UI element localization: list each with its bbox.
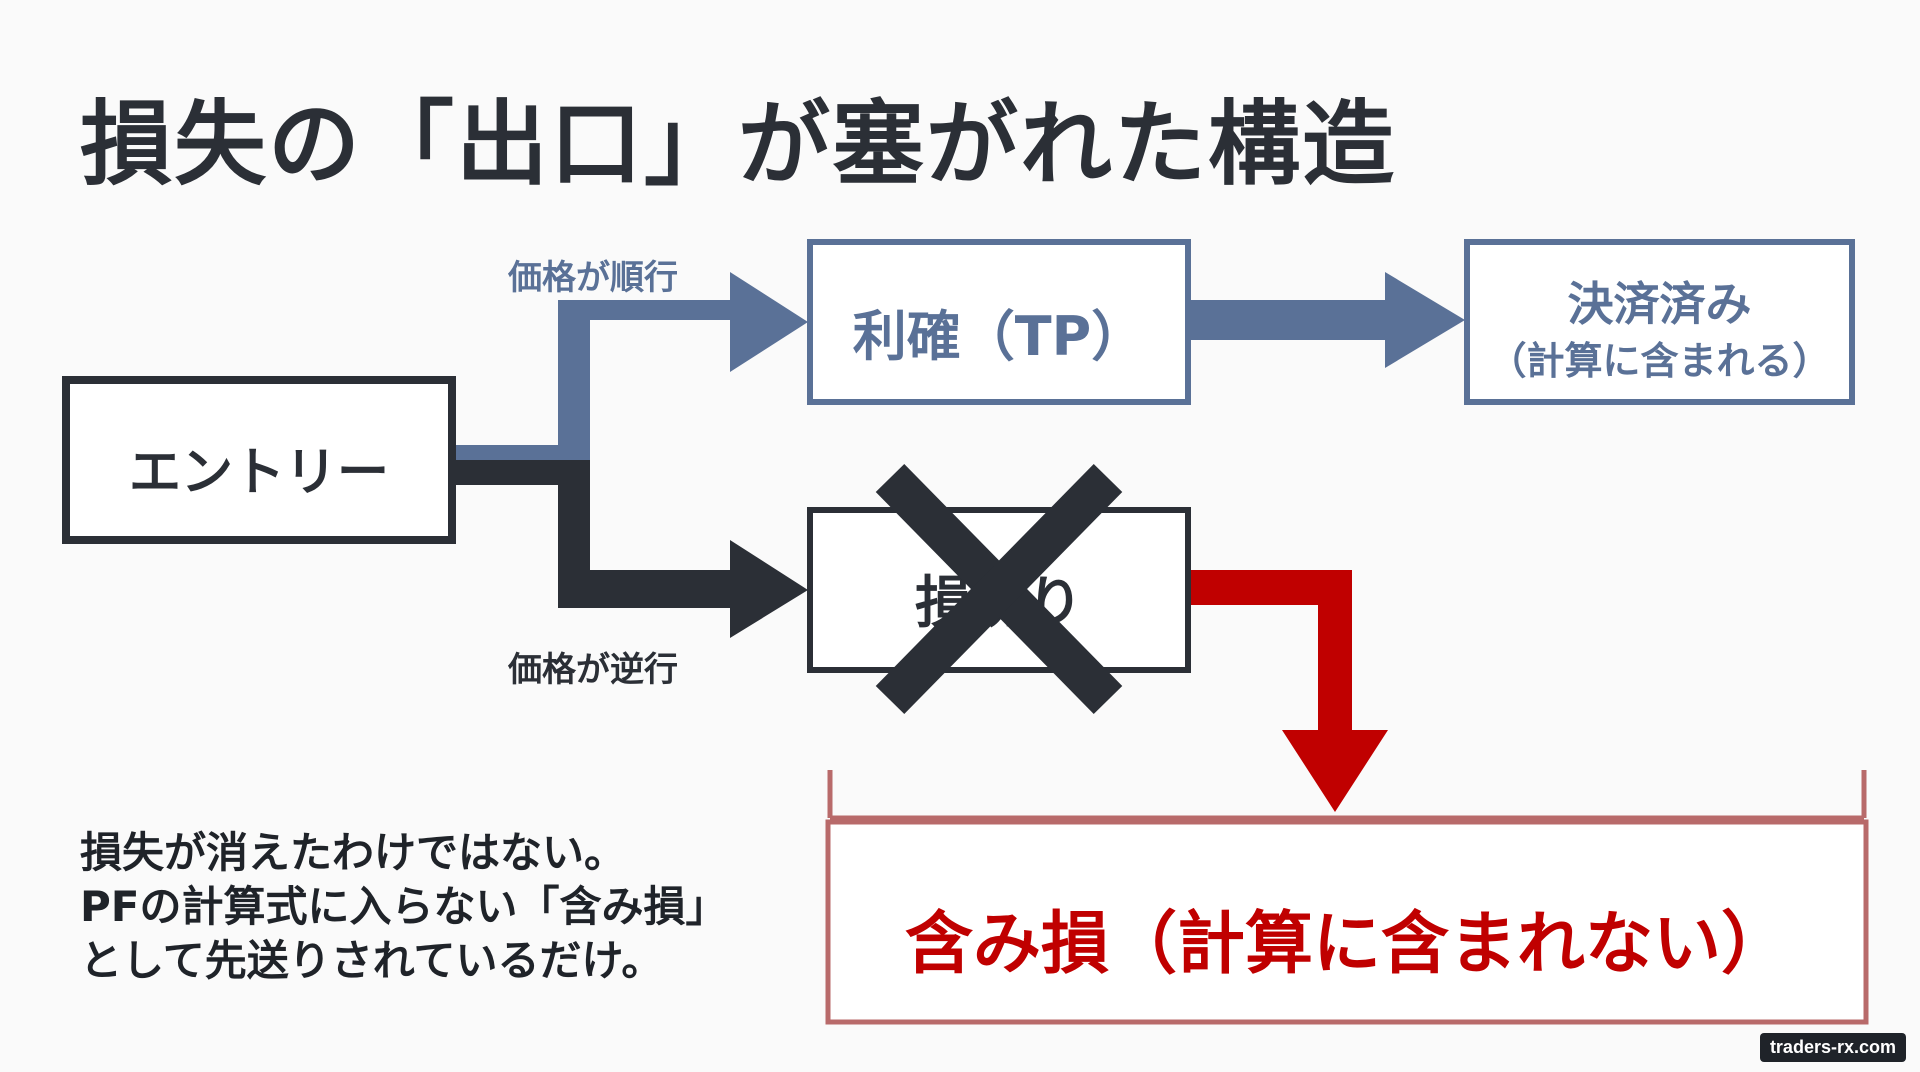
entry-label: エントリー	[128, 443, 389, 503]
note-line: PFの計算式に入らない「含み損」	[80, 882, 728, 931]
explanation-note: 損失が消えたわけではない。 PFの計算式に入らない「含み損」 として先送りされて…	[80, 826, 727, 988]
unrealized-loss-bracket	[827, 770, 1867, 821]
note-line: として先送りされているだけ。	[80, 936, 664, 985]
take-profit-label: 利確（TP）	[852, 305, 1146, 368]
settled-sublabel: （計算に含まれる）	[1488, 339, 1831, 383]
settlement-arrow	[1190, 272, 1465, 368]
settled-label: 決済済み	[1567, 277, 1752, 331]
adverse-branch-arrow	[455, 460, 808, 638]
stop-loss-label: 損切り	[915, 571, 1083, 636]
unrealized-loss-label: 含み損（計算に含まれない）	[904, 905, 1789, 984]
unrealized-loss-box	[825, 819, 1869, 1025]
take-profit-box	[807, 239, 1191, 405]
note-line: 損失が消えたわけではない。	[80, 828, 627, 877]
unrealized-loss-arrow	[1190, 570, 1388, 812]
price-favorable-label: 価格が順行	[508, 258, 678, 298]
favorable-branch-arrow	[455, 272, 808, 460]
settled-box	[1464, 239, 1855, 405]
page-title: 損失の「出口」が塞がれた構造	[80, 91, 1397, 198]
price-adverse-label: 価格が逆行	[508, 650, 678, 690]
entry-box	[62, 376, 456, 544]
site-watermark: traders-rx.com	[1759, 1033, 1906, 1062]
